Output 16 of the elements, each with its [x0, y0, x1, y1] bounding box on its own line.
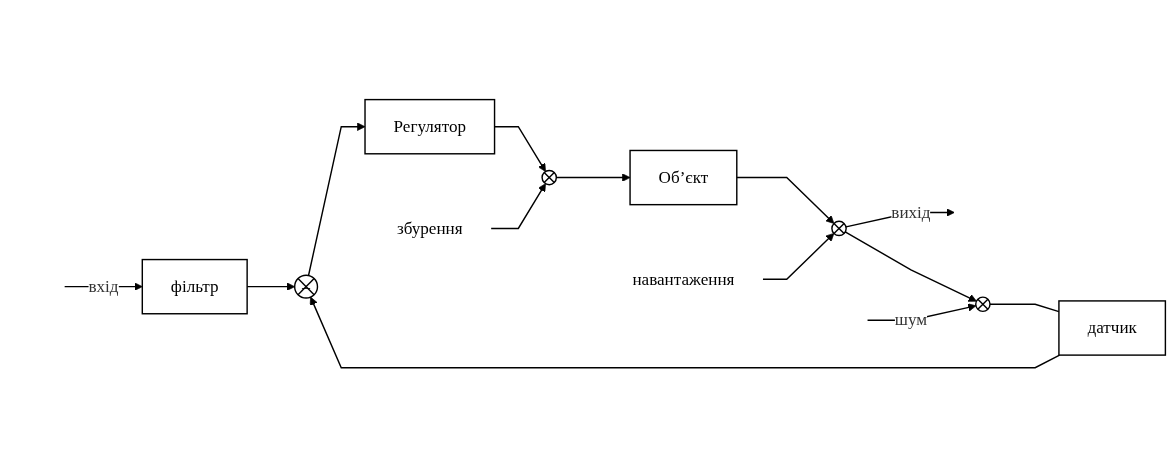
node-text: навантаження: [632, 269, 735, 289]
arrow: [762, 232, 835, 280]
node-box: Об’єкт: [629, 149, 738, 206]
edge-label: шум: [894, 310, 928, 330]
node-box: фільтр: [141, 258, 248, 315]
node-text: збурення: [396, 218, 463, 238]
arrow: [490, 183, 546, 229]
edge-label: вхід: [88, 276, 119, 296]
node-box: Регулятор: [364, 98, 496, 155]
arrow: [309, 296, 1061, 369]
arrow: [736, 176, 835, 224]
arrow: [555, 173, 631, 182]
edge-label: вихід: [891, 202, 931, 222]
arrow: [844, 231, 977, 302]
arrow: [307, 122, 366, 277]
node-box: датчик: [1058, 300, 1167, 356]
